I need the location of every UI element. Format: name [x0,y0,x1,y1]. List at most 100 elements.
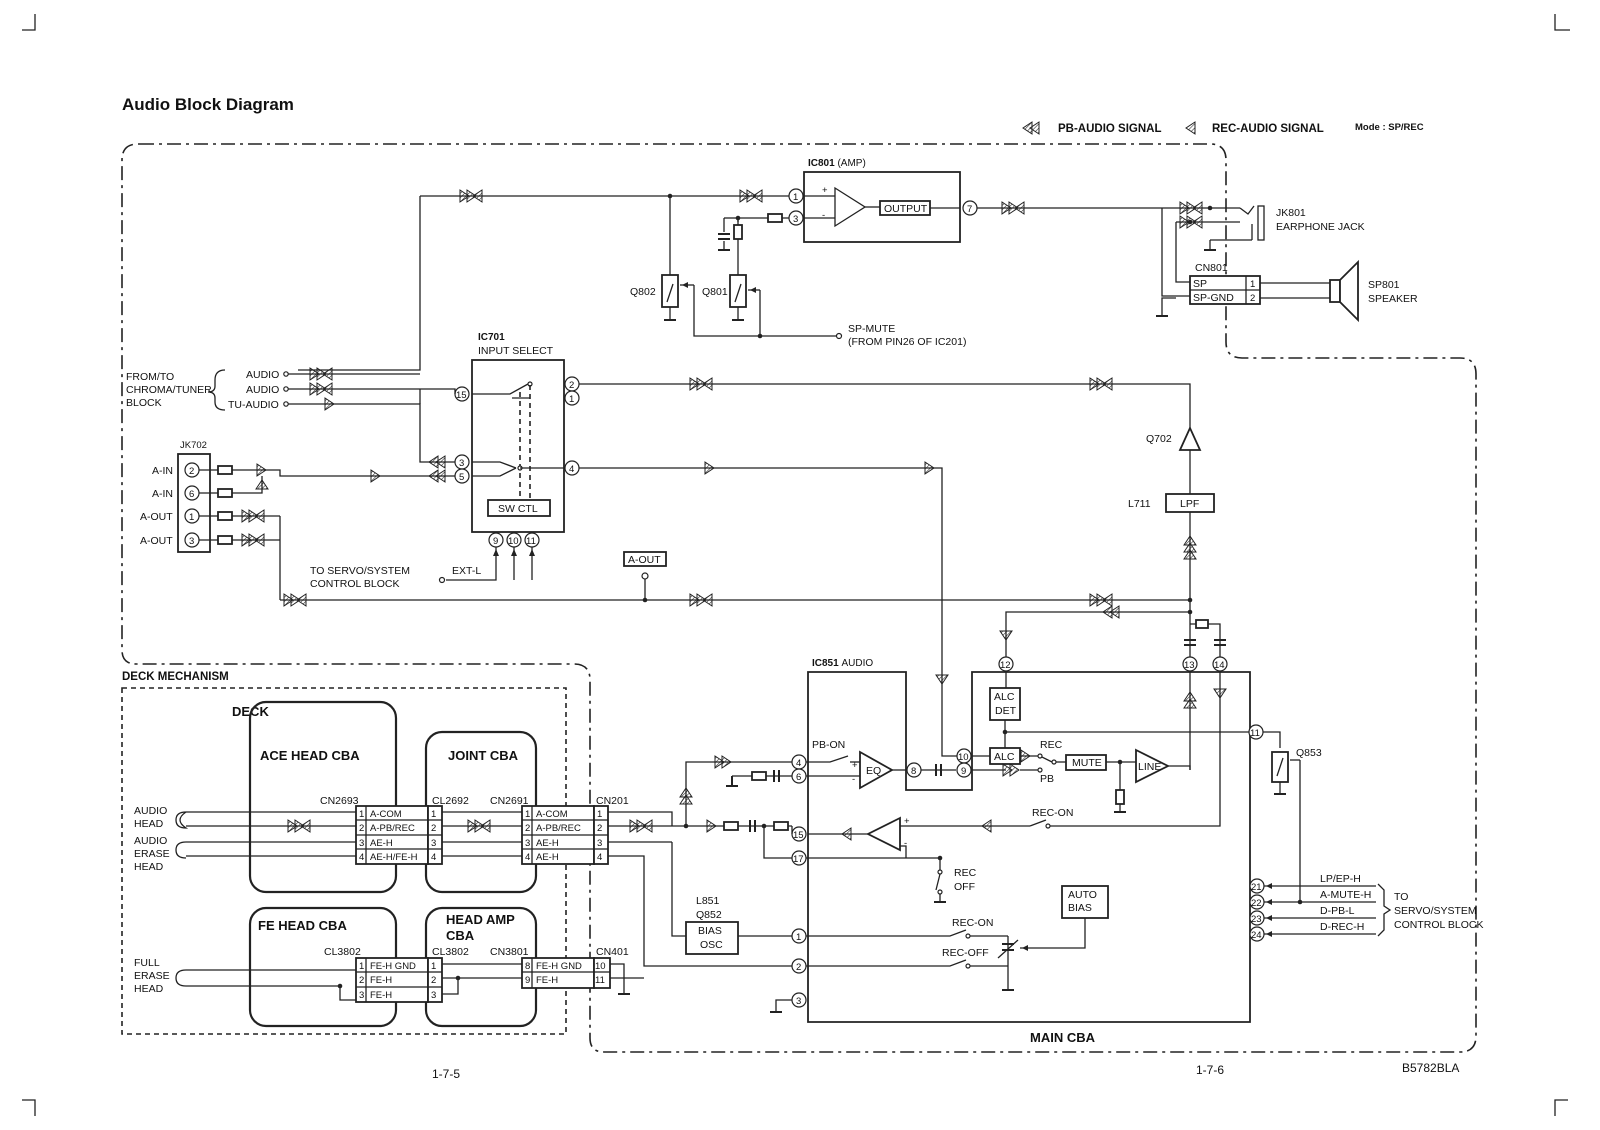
q802-label: Q802 [630,286,656,298]
rec-amp [865,816,901,852]
svg-text:22: 22 [1251,898,1262,909]
svg-text:2: 2 [359,975,364,986]
svg-text:1: 1 [525,809,530,820]
corner-code: B5782BLA [1402,1061,1459,1075]
chroma-label: CHROMA/TUNER [126,384,212,396]
svg-text:3: 3 [359,838,364,849]
svg-text:2: 2 [597,823,602,834]
svg-text:SERVO/SYSTEM: SERVO/SYSTEM [1394,905,1477,917]
main-cba-outline [121,143,1477,1053]
svg-text:1: 1 [569,394,574,405]
q801-label: Q801 [702,286,728,298]
jk702-label: JK702 [180,440,207,451]
svg-text:5: 5 [459,472,464,483]
headamp-label-1: HEAD AMP [446,912,515,927]
jk801-jack [1257,205,1265,241]
amp-symbol [834,186,867,228]
svg-text:1: 1 [597,809,602,820]
svg-text:1: 1 [1250,279,1255,290]
svg-text:CN401: CN401 [596,946,629,958]
svg-text:SP-GND: SP-GND [1193,292,1234,304]
svg-text:3: 3 [431,838,436,849]
svg-text:A-PB/REC: A-PB/REC [370,823,415,834]
svg-text:FE-H GND: FE-H GND [370,961,416,972]
svg-text:3: 3 [189,536,194,547]
svg-text:13: 13 [1184,660,1195,671]
legend-pb: PB-AUDIO SIGNAL [1058,123,1162,135]
joint-label: JOINT CBA [448,748,519,763]
svg-text:+: + [904,816,910,827]
svg-text:11: 11 [1250,728,1260,739]
svg-text:10: 10 [958,752,969,763]
svg-text:17: 17 [793,854,804,865]
svg-text:2: 2 [431,823,436,834]
svg-text:A-MUTE-H: A-MUTE-H [1320,889,1371,901]
svg-text:MUTE: MUTE [1072,757,1102,769]
svg-text:LP/EP-H: LP/EP-H [1320,873,1361,885]
svg-text:EQ: EQ [866,765,881,777]
svg-text:11: 11 [526,536,536,547]
ic801-label: IC801 (AMP) [808,158,866,169]
svg-text:3: 3 [431,990,436,1001]
svg-text:4: 4 [431,852,436,863]
svg-text:OSC: OSC [700,939,723,951]
svg-text:REC: REC [954,867,977,879]
extl-label: EXT-L [452,565,481,577]
svg-text:3: 3 [459,458,464,469]
svg-text:LINE: LINE [1138,761,1161,773]
svg-text:ALC: ALC [994,691,1015,703]
svg-text:12: 12 [1000,660,1011,671]
svg-text:4: 4 [597,852,602,863]
aout-label-2: A-OUT [140,535,173,547]
svg-text:REC: REC [1040,739,1063,751]
l711-label: L711 [1128,498,1151,510]
svg-text:AE-H: AE-H [536,838,559,849]
svg-text:2: 2 [569,380,574,391]
from-to-label: FROM/TO [126,371,174,383]
svg-text:FE-H: FE-H [536,975,558,986]
jk801-label: JK801 [1276,207,1306,219]
sw-ctl-box [487,499,551,517]
sw-ctl-label: SW CTL [498,503,538,515]
svg-text:HEAD: HEAD [134,818,164,830]
line-amp [1135,748,1171,784]
audio-label-2: AUDIO [246,384,279,396]
svg-text:OFF: OFF [954,881,975,893]
spmute-from: (FROM PIN26 OF IC201) [848,336,966,348]
svg-text:FULL: FULL [134,957,160,969]
svg-text:15: 15 [793,830,804,841]
block-label: BLOCK [126,397,162,409]
svg-text:23: 23 [1251,914,1262,925]
cn801-label: CN801 [1195,262,1228,274]
svg-text:ERASE: ERASE [134,970,170,982]
svg-text:PB: PB [1040,773,1054,785]
input-select-label: INPUT SELECT [478,345,554,357]
svg-text:HEAD: HEAD [134,861,164,873]
svg-text:L851: L851 [696,895,720,907]
svg-text:2: 2 [796,962,801,973]
svg-text:BIAS: BIAS [698,925,722,937]
pb-signal-icon [1022,121,1040,135]
svg-text:FE-H: FE-H [370,990,392,1001]
erase-head-icon [175,841,187,859]
svg-text:3: 3 [525,838,530,849]
svg-text:4: 4 [569,464,574,475]
svg-text:1: 1 [431,809,436,820]
svg-text:4: 4 [359,852,364,863]
svg-text:Q852: Q852 [696,909,722,921]
svg-text:CN3801: CN3801 [490,946,529,958]
svg-text:AUTO: AUTO [1068,889,1097,901]
svg-text:CL3802: CL3802 [432,946,469,958]
rec-signal-icon [1185,121,1196,135]
svg-text:CL2692: CL2692 [432,795,469,807]
svg-text:9: 9 [525,975,530,986]
svg-text:1: 1 [793,192,798,203]
deck-mechanism-box [121,687,567,1035]
svg-text:1: 1 [189,512,194,523]
deck-mech-label: DECK MECHANISM [122,671,229,683]
ain-label-2: A-IN [152,488,173,500]
lpf-label: LPF [1180,498,1199,510]
q702-buffer [1178,425,1202,451]
output-label: OUTPUT [884,203,928,215]
svg-text:AUDIO: AUDIO [134,835,167,847]
